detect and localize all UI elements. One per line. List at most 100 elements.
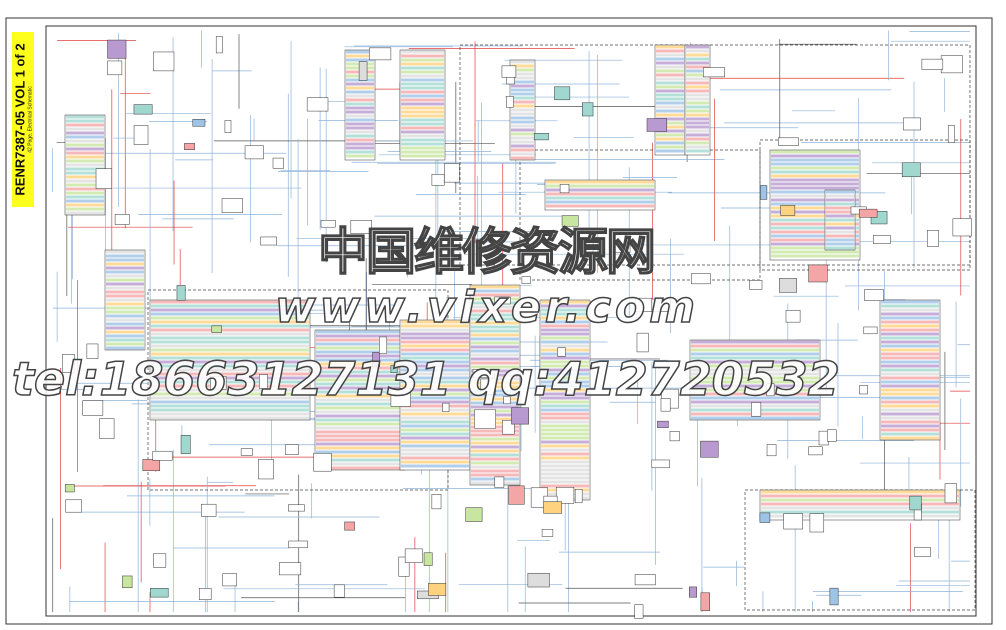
connector-pin-row	[346, 58, 374, 62]
component	[651, 459, 670, 469]
connector-pin-row	[151, 380, 309, 384]
component	[829, 587, 839, 606]
connector-pin-row	[401, 86, 444, 90]
component	[574, 489, 583, 504]
component	[503, 396, 511, 405]
connector-pin-row	[541, 376, 589, 380]
connector-pin-row	[471, 433, 519, 437]
connector-pin-row	[546, 192, 654, 196]
connector-pin-row	[346, 54, 374, 58]
watermark-chinese: 中国维修资源网	[317, 222, 657, 282]
component	[313, 452, 332, 472]
connector-pin-row	[511, 96, 534, 100]
connector-pin-row	[151, 336, 309, 340]
connector-pin-row	[401, 320, 469, 324]
connector-pin-row	[541, 456, 589, 460]
document-label: RENR7387-05 VOL 1 of 2 42 Page, Electric…	[12, 32, 34, 207]
connector-pin-row	[541, 312, 589, 316]
connector-pin-row	[511, 88, 534, 92]
connector-pin-row	[471, 393, 519, 397]
connector-pin-row	[66, 175, 104, 179]
connector-pin-row	[541, 396, 589, 400]
connector-pin-row	[316, 410, 404, 414]
connector-pin-row	[761, 514, 959, 518]
component	[780, 205, 796, 216]
connector-pin-row	[471, 325, 519, 329]
connector-pin-row	[686, 69, 709, 73]
connector-pin-row	[541, 356, 589, 360]
connector-pin-row	[151, 344, 309, 348]
connector-pin-row	[881, 304, 939, 308]
document-number: RENR7387-05 VOL 1 of 2	[12, 43, 28, 196]
component	[651, 298, 671, 312]
component	[634, 574, 656, 586]
connector-pin-row	[656, 49, 684, 53]
connector-pin-row	[771, 162, 859, 166]
connector-pin-row	[541, 424, 589, 428]
connector-pin-row	[881, 368, 939, 372]
connector-pin-row	[401, 344, 469, 348]
connector-pin-row	[151, 312, 309, 316]
connector-pin-row	[686, 105, 709, 109]
connector-pin-row	[151, 368, 309, 372]
component	[533, 133, 549, 141]
component	[350, 219, 372, 234]
connector-pin-row	[541, 304, 589, 308]
connector-pin-row	[401, 150, 444, 154]
connector-pin-row	[106, 346, 144, 350]
connector-pin-row	[401, 332, 469, 336]
component	[909, 495, 922, 511]
connector-pin-row	[106, 290, 144, 294]
connector-pin-row	[691, 348, 819, 352]
component	[766, 444, 777, 457]
connector-pin-row	[686, 81, 709, 85]
connector-pin-row	[151, 348, 309, 352]
component	[634, 604, 644, 619]
connector-pin-row	[66, 119, 104, 123]
connector-pin-row	[656, 145, 684, 149]
connector-pin-row	[826, 190, 854, 194]
connector-pin-row	[771, 246, 859, 250]
connector-pin-row	[151, 364, 309, 368]
connector-pin-row	[151, 392, 309, 396]
connector-pin-row	[771, 218, 859, 222]
connector-pin-row	[316, 378, 404, 382]
connector-pin-row	[541, 332, 589, 336]
connector-pin-row	[511, 76, 534, 80]
connector-pin-row	[541, 472, 589, 476]
connector-pin-row	[401, 412, 469, 416]
connector-pin-row	[511, 108, 534, 112]
connector-pin-row	[401, 372, 469, 376]
component	[180, 434, 191, 454]
watermark-url: www.vixer.com	[274, 281, 700, 334]
connector-pin-row	[471, 337, 519, 341]
connector-pin-row	[826, 206, 854, 210]
connector-pin-row	[66, 143, 104, 147]
document-subtitle: 42 Page, Electrical Schematic	[27, 86, 34, 153]
connector-pin-row	[66, 147, 104, 151]
connector-pin-row	[401, 444, 469, 448]
connector-pin-row	[316, 458, 404, 462]
connector-pin-row	[106, 250, 144, 254]
component	[689, 586, 697, 598]
component	[431, 173, 445, 186]
connector-pin-row	[541, 392, 589, 396]
connector-pin-row	[686, 49, 709, 53]
connector-pin-row	[401, 432, 469, 436]
connector-pin-row	[401, 134, 444, 138]
connector-pin-row	[686, 73, 709, 77]
component	[99, 418, 115, 439]
connector-pin-row	[471, 329, 519, 333]
component	[244, 145, 264, 160]
connector-pin-row	[316, 334, 404, 338]
connector-pin-row	[541, 412, 589, 416]
connector-pin-row	[471, 401, 519, 405]
connector-pin-row	[771, 250, 859, 254]
connector-pin-row	[401, 416, 469, 420]
component	[501, 65, 517, 78]
connector-pin-row	[106, 282, 144, 286]
connector-pin-row	[401, 74, 444, 78]
connector-pin-row	[106, 262, 144, 266]
component	[62, 354, 75, 373]
connector-pin-row	[401, 122, 444, 126]
